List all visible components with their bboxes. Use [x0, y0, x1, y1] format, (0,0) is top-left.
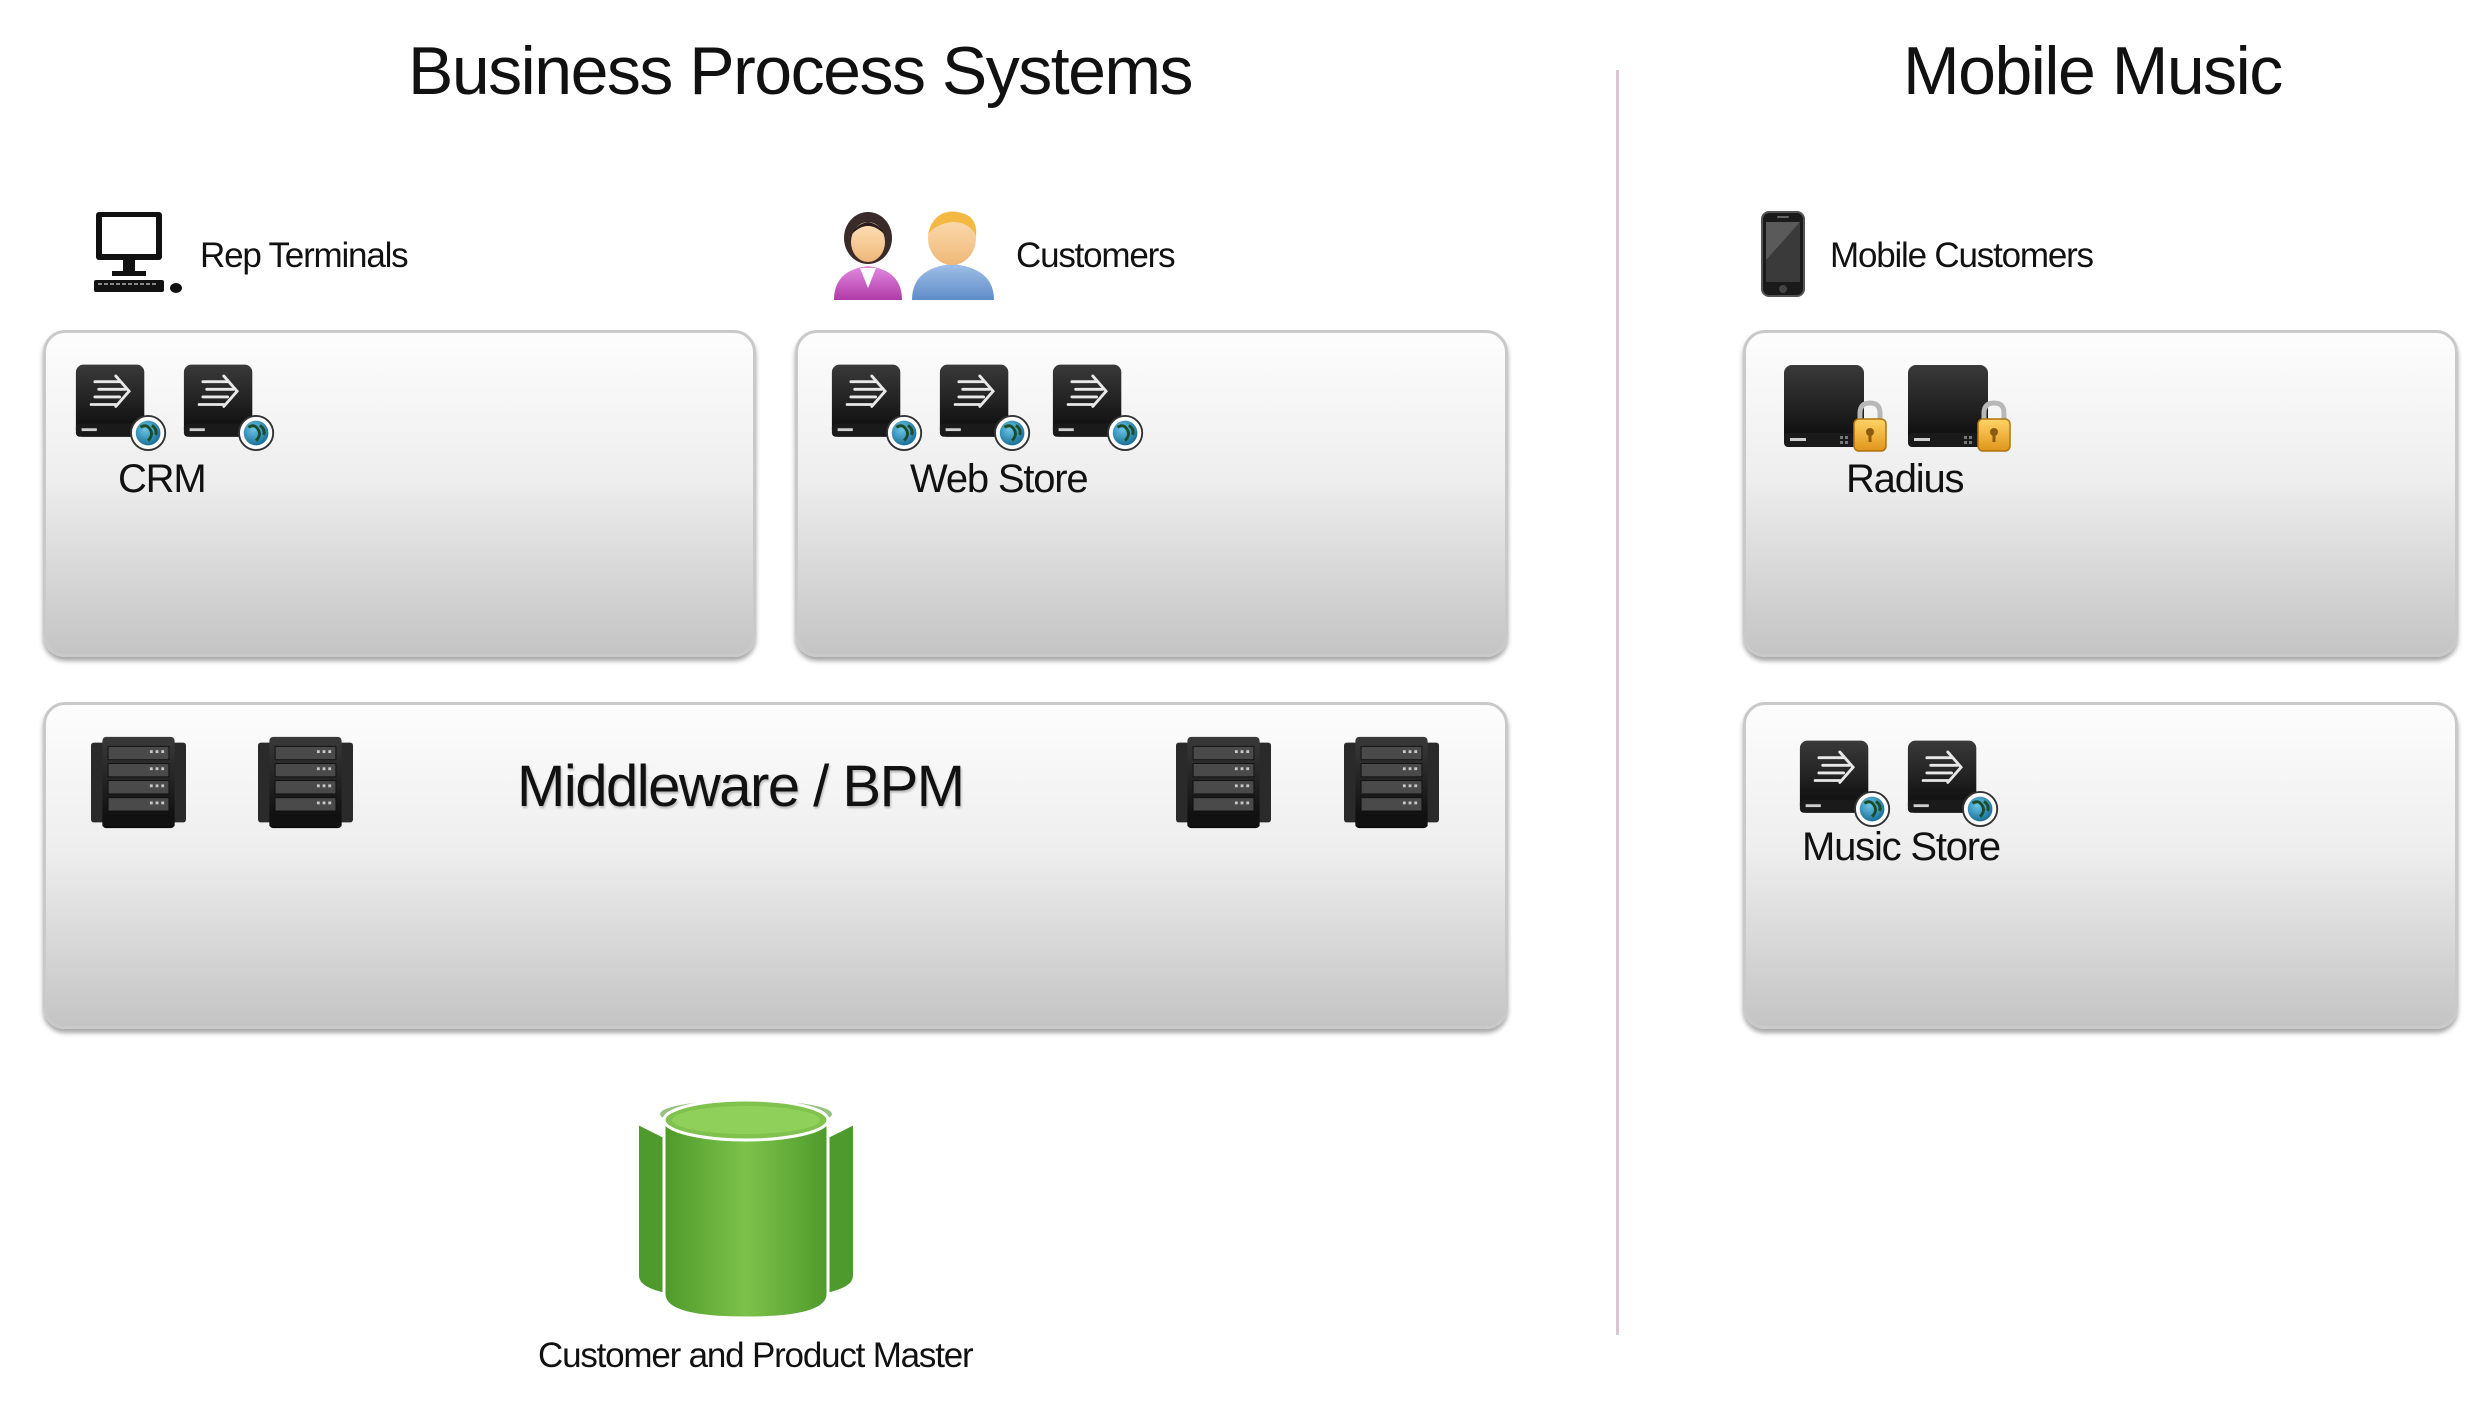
locked-server-icon: [1906, 359, 2016, 459]
middleware-panel: Middleware / BPM: [43, 702, 1508, 1029]
section-divider: [1616, 70, 1619, 1335]
web-server-icon: [1051, 357, 1146, 452]
smartphone-icon: [1761, 211, 1805, 297]
section-title-mobile-music: Mobile Music: [1903, 33, 2283, 109]
box-label-crm: CRM: [118, 457, 207, 501]
web-store-panel: Web Store: [795, 330, 1508, 657]
server-rack-icon: [258, 735, 353, 830]
web-server-icon: [938, 357, 1033, 452]
people-icon: [834, 211, 994, 300]
web-server-icon: [1798, 733, 1893, 828]
box-label-web-store: Web Store: [910, 457, 1089, 501]
actor-label-customers: Customers: [1016, 236, 1176, 275]
web-server-icon: [830, 357, 925, 452]
web-server-icon: [74, 357, 169, 452]
radius-panel: Radius: [1743, 330, 2458, 657]
actor-label-rep-terminals: Rep Terminals: [200, 236, 409, 275]
box-label-radius: Radius: [1846, 457, 1965, 501]
actor-label-mobile-customers: Mobile Customers: [1830, 236, 2094, 275]
box-label-middleware: Middleware / BPM: [517, 754, 965, 819]
locked-server-icon: [1782, 359, 1892, 459]
desktop-computer-icon: [94, 212, 182, 293]
web-server-icon: [182, 357, 277, 452]
server-rack-icon: [1344, 735, 1439, 830]
web-server-icon: [1906, 733, 2001, 828]
crm-panel: CRM: [43, 330, 756, 657]
server-rack-icon: [91, 735, 186, 830]
database-icon: [637, 1098, 855, 1320]
box-label-music-store: Music Store: [1802, 825, 2001, 869]
server-rack-icon: [1176, 735, 1271, 830]
music-store-panel: Music Store: [1743, 702, 2458, 1029]
section-title-business-process: Business Process Systems: [408, 33, 1194, 109]
database-label: Customer and Product Master: [538, 1336, 974, 1375]
